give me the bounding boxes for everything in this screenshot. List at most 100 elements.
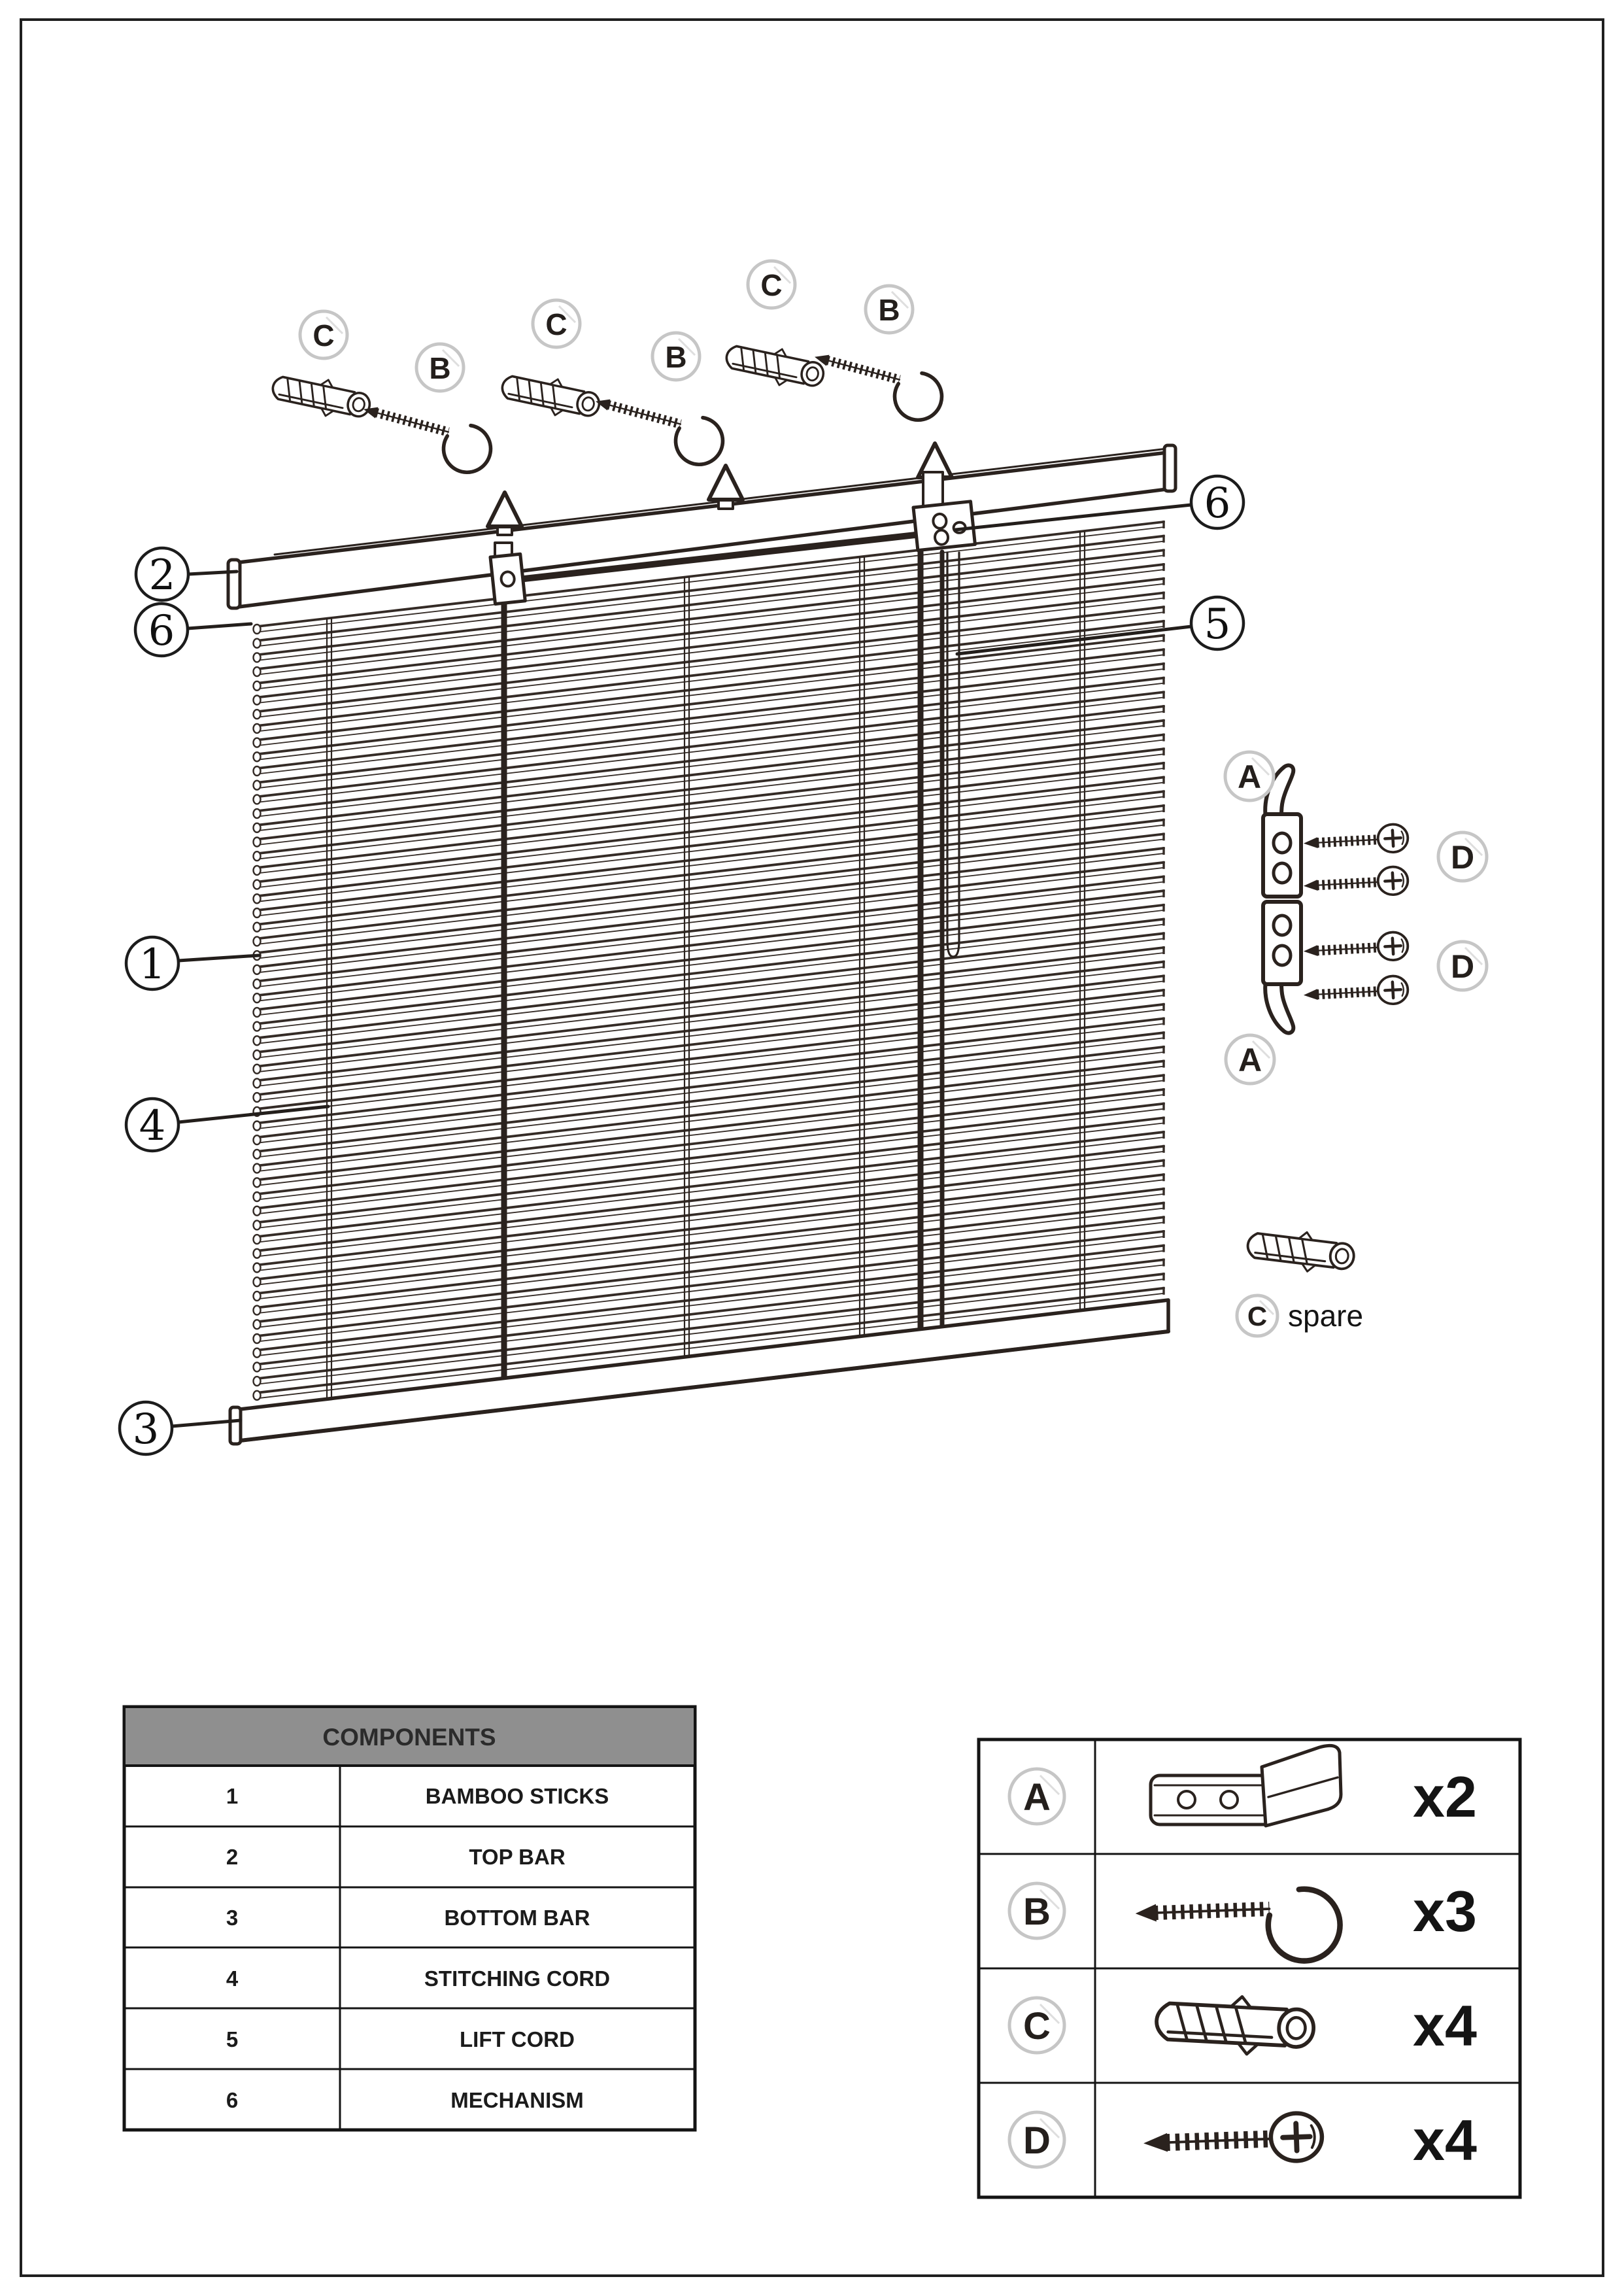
callout-label: 1 [139,940,166,989]
bamboo-slat [260,1080,1164,1186]
bamboo-slat [260,866,1164,973]
bamboo-slat [256,1188,1165,1295]
bamboo-slat [260,583,1164,689]
bamboo-slat [260,1137,1164,1242]
bamboo-slat [252,1276,262,1288]
bamboo-slat [260,597,1164,704]
callout-bottom-bar: 3 [118,1400,174,1456]
bamboo-slat [260,668,1164,774]
bamboo-slat [260,895,1164,1002]
bamboo-slat [252,1347,262,1358]
bamboo-slat [256,563,1165,670]
bamboo-blind-drawing [226,441,1177,1446]
bamboo-slat [256,847,1165,954]
hardware-letter: B [1023,1891,1051,1933]
bamboo-slat [260,526,1164,632]
bamboo-slat [260,980,1164,1087]
bamboo-slat [256,989,1165,1096]
table-row: B x3 [1007,1879,1477,1967]
bamboo-slat [256,719,1165,827]
bamboo-slat [260,938,1164,1044]
bamboo-slat [256,620,1165,727]
bamboo-slat [252,638,262,649]
lift-cord-loop [946,551,960,958]
table-row: A x2 [1007,1743,1477,1829]
bamboo-slat [260,753,1164,860]
component-name: TOP BAR [469,1845,565,1869]
callout-label: B [665,340,686,374]
lift-cords [501,532,960,1382]
bamboo-slat [256,733,1165,841]
bamboo-slat [260,1023,1164,1129]
component-number: 3 [226,1906,238,1930]
bamboo-slat [260,1150,1164,1257]
bamboo-slat [256,932,1165,1040]
bamboo-slat [252,1078,262,1089]
bamboo-slat [260,796,1164,902]
bamboo-slat [252,694,262,706]
bamboo-slat [252,1006,262,1018]
number-callouts: 2 6 1 4 3 6 5 [118,474,1245,1456]
callout-label: C [760,268,782,302]
bamboo-slat [256,1059,1165,1167]
letter-callout-hook-1: B [414,342,465,393]
bamboo-slat [260,1292,1164,1399]
component-number: 2 [226,1845,238,1869]
bamboo-slat [260,1065,1164,1172]
bamboo-slat [252,652,262,663]
bamboo-slat [256,648,1165,756]
spare-anchor: C spare [1235,1224,1363,1338]
bamboo-slat [252,921,262,933]
bamboo-slat [260,1250,1164,1356]
bamboo-slat [256,1102,1165,1210]
hardware-letter: A [1023,1776,1051,1819]
bamboo-slat [260,1008,1164,1115]
callout-stitching-cord: 4 [124,1097,180,1153]
bamboo-slat [256,1173,1165,1281]
bamboo-slat [252,1049,262,1061]
bamboo-slat [256,747,1165,855]
bamboo-slat [252,723,262,734]
hardware-qty: x4 [1413,1993,1477,2058]
bamboo-slat [256,1144,1165,1252]
bamboo-slat [256,1046,1165,1153]
callout-label: 5 [1204,600,1231,649]
callout-label: C [1247,1301,1267,1331]
table-row: 1 BAMBOO STICKS [226,1784,609,1808]
bamboo-slat [256,1230,1165,1337]
hardware-letter: C [1023,2005,1051,2048]
side-hardware: A D A D C spare [1223,750,1489,1338]
bamboo-slat [256,1201,1165,1309]
bamboo-slat [252,737,262,748]
cord-guide-plate [488,541,527,606]
callout-label: C [313,318,334,352]
table-row: D x4 [1007,2108,1477,2172]
letter-callout-anchor-3: C [746,259,797,310]
bamboo-slat [256,875,1165,983]
components-table-header [123,1705,696,1767]
leader-lines [170,503,1193,1428]
cords [326,530,1086,1401]
hardware-qty: x3 [1413,1879,1477,1944]
bamboo-slat [252,936,262,947]
letter-callout-bracket-top: A [1223,750,1276,802]
bamboo-slat [252,765,262,777]
callout-label: A [1238,1042,1262,1078]
bamboo-slat [260,1165,1164,1271]
bamboo-slat [256,634,1165,742]
letter-callout-hook-3: B [864,284,915,335]
letter-callout-anchor-1: C [298,309,349,360]
bamboo-slat [256,1273,1165,1380]
bamboo-slat [260,711,1164,817]
bamboo-slat [252,850,262,862]
bamboo-slat [260,952,1164,1058]
table-row: 2 TOP BAR [226,1845,566,1869]
bamboo-slat [256,1216,1165,1324]
component-number: 4 [226,1966,239,1991]
bamboo-slat [252,879,262,890]
bamboo-slat [260,1094,1164,1200]
bamboo-slat [252,1362,262,1373]
bamboo-slat [252,794,262,805]
bamboo-slat [260,923,1164,1030]
bamboo-slat [252,1290,262,1302]
